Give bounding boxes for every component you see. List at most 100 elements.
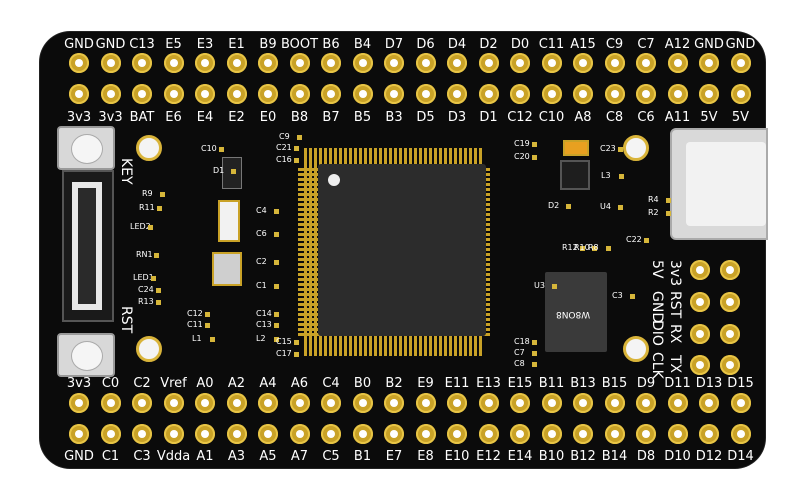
top-outer-pad-5[interactable] (226, 53, 247, 73)
bottom-inner-pad-2[interactable] (132, 393, 152, 413)
bottom-inner-pad-17[interactable] (604, 393, 625, 413)
bottom-outer-pad-13[interactable] (478, 424, 499, 444)
bottom-inner-pad-14[interactable] (510, 393, 530, 413)
bottom-inner-pad-0[interactable] (69, 393, 89, 413)
bottom-outer-pad-20[interactable] (699, 424, 719, 444)
bottom-outer-pad-19[interactable] (667, 424, 688, 444)
bottom-inner-pad-9[interactable] (352, 393, 373, 413)
top-inner-pad-6[interactable] (258, 84, 278, 104)
top-inner-pad-5[interactable] (226, 84, 247, 104)
top-inner-pad-10[interactable] (384, 84, 404, 104)
top-outer-pad-20[interactable] (699, 53, 719, 73)
bottom-outer-pad-21[interactable] (730, 424, 751, 444)
right-header-pad-2[interactable] (690, 292, 710, 312)
bottom-outer-pad-18[interactable] (636, 424, 656, 444)
top-outer-pad-11[interactable] (415, 53, 436, 73)
bottom-outer-pad-16[interactable] (573, 424, 593, 444)
top-inner-pad-18[interactable] (636, 84, 656, 104)
top-outer-pad-2[interactable] (132, 53, 152, 73)
bottom-inner-pad-15[interactable] (541, 393, 562, 413)
bottom-outer-pad-1[interactable] (100, 424, 121, 444)
top-outer-pad-0[interactable] (69, 53, 89, 73)
top-inner-pad-1[interactable] (100, 84, 121, 104)
top-inner-pad-2[interactable] (132, 84, 152, 104)
bottom-inner-pad-12[interactable] (447, 393, 467, 413)
bottom-outer-pad-3[interactable] (163, 424, 184, 444)
top-inner-pad-21[interactable] (730, 84, 751, 104)
top-inner-pad-19[interactable] (667, 84, 688, 104)
bottom-inner-pad-18[interactable] (636, 393, 656, 413)
top-outer-pad-10[interactable] (384, 53, 404, 73)
rst-button[interactable] (57, 333, 115, 377)
right-header-pad-0[interactable] (690, 260, 710, 280)
bottom-outer-pad-14[interactable] (510, 424, 530, 444)
top-inner-pad-7[interactable] (289, 84, 310, 104)
bottom-outer-pad-2[interactable] (132, 424, 152, 444)
top-inner-pad-11[interactable] (415, 84, 436, 104)
bottom-outer-pad-8[interactable] (321, 424, 341, 444)
top-outer-pad-4[interactable] (195, 53, 215, 73)
bottom-outer-pad-11[interactable] (415, 424, 436, 444)
right-header-pad-5[interactable] (720, 324, 740, 344)
bottom-outer-pad-4[interactable] (195, 424, 215, 444)
bottom-outer-pad-5[interactable] (226, 424, 247, 444)
bottom-inner-pad-8[interactable] (321, 393, 341, 413)
bottom-outer-pad-0[interactable] (69, 424, 89, 444)
bottom-inner-pad-16[interactable] (573, 393, 593, 413)
top-inner-pad-17[interactable] (604, 84, 625, 104)
bottom-inner-pad-7[interactable] (289, 393, 310, 413)
top-outer-pad-19[interactable] (667, 53, 688, 73)
top-outer-pad-16[interactable] (573, 53, 593, 73)
top-outer-pad-12[interactable] (447, 53, 467, 73)
top-inner-pad-13[interactable] (478, 84, 499, 104)
top-outer-pad-13[interactable] (478, 53, 499, 73)
bottom-outer-pad-10[interactable] (384, 424, 404, 444)
right-header-pad-7[interactable] (720, 355, 740, 375)
top-inner-pad-8[interactable] (321, 84, 341, 104)
bottom-inner-pad-4[interactable] (195, 393, 215, 413)
bottom-inner-pad-20[interactable] (699, 393, 719, 413)
top-inner-pad-20[interactable] (699, 84, 719, 104)
usb-c-connector[interactable] (670, 128, 768, 240)
bottom-inner-pad-13[interactable] (478, 393, 499, 413)
bottom-outer-pad-15[interactable] (541, 424, 562, 444)
silk-c14: C14 (256, 309, 272, 318)
bottom-inner-pad-5[interactable] (226, 393, 247, 413)
top-outer-pad-3[interactable] (163, 53, 184, 73)
bottom-outer-pad-17[interactable] (604, 424, 625, 444)
top-outer-pad-15[interactable] (541, 53, 562, 73)
top-outer-pad-8[interactable] (321, 53, 341, 73)
bottom-inner-pad-1[interactable] (100, 393, 121, 413)
bottom-outer-pad-6[interactable] (258, 424, 278, 444)
bottom-inner-pad-19[interactable] (667, 393, 688, 413)
key-button[interactable] (57, 126, 115, 170)
top-inner-pad-12[interactable] (447, 84, 467, 104)
right-header-pad-4[interactable] (690, 324, 710, 344)
right-header-pad-1[interactable] (720, 260, 740, 280)
bottom-inner-pad-10[interactable] (384, 393, 404, 413)
top-inner-pad-9[interactable] (352, 84, 373, 104)
top-inner-pad-16[interactable] (573, 84, 593, 104)
top-inner-pad-14[interactable] (510, 84, 530, 104)
top-inner-pad-4[interactable] (195, 84, 215, 104)
top-inner-pad-0[interactable] (69, 84, 89, 104)
top-inner-pad-3[interactable] (163, 84, 184, 104)
top-outer-pad-18[interactable] (636, 53, 656, 73)
top-outer-pad-21[interactable] (730, 53, 751, 73)
bottom-inner-pad-6[interactable] (258, 393, 278, 413)
top-outer-pad-6[interactable] (258, 53, 278, 73)
top-outer-pad-14[interactable] (510, 53, 530, 73)
top-inner-pad-15[interactable] (541, 84, 562, 104)
bottom-inner-pad-11[interactable] (415, 393, 436, 413)
top-outer-pad-17[interactable] (604, 53, 625, 73)
top-outer-pad-1[interactable] (100, 53, 121, 73)
top-outer-pad-7[interactable] (289, 53, 310, 73)
bottom-outer-pad-9[interactable] (352, 424, 373, 444)
right-header-pad-6[interactable] (690, 355, 710, 375)
right-header-pad-3[interactable] (720, 292, 740, 312)
bottom-inner-pad-21[interactable] (730, 393, 751, 413)
bottom-inner-pad-3[interactable] (163, 393, 184, 413)
bottom-outer-pad-7[interactable] (289, 424, 310, 444)
top-outer-pad-9[interactable] (352, 53, 373, 73)
bottom-outer-pad-12[interactable] (447, 424, 467, 444)
